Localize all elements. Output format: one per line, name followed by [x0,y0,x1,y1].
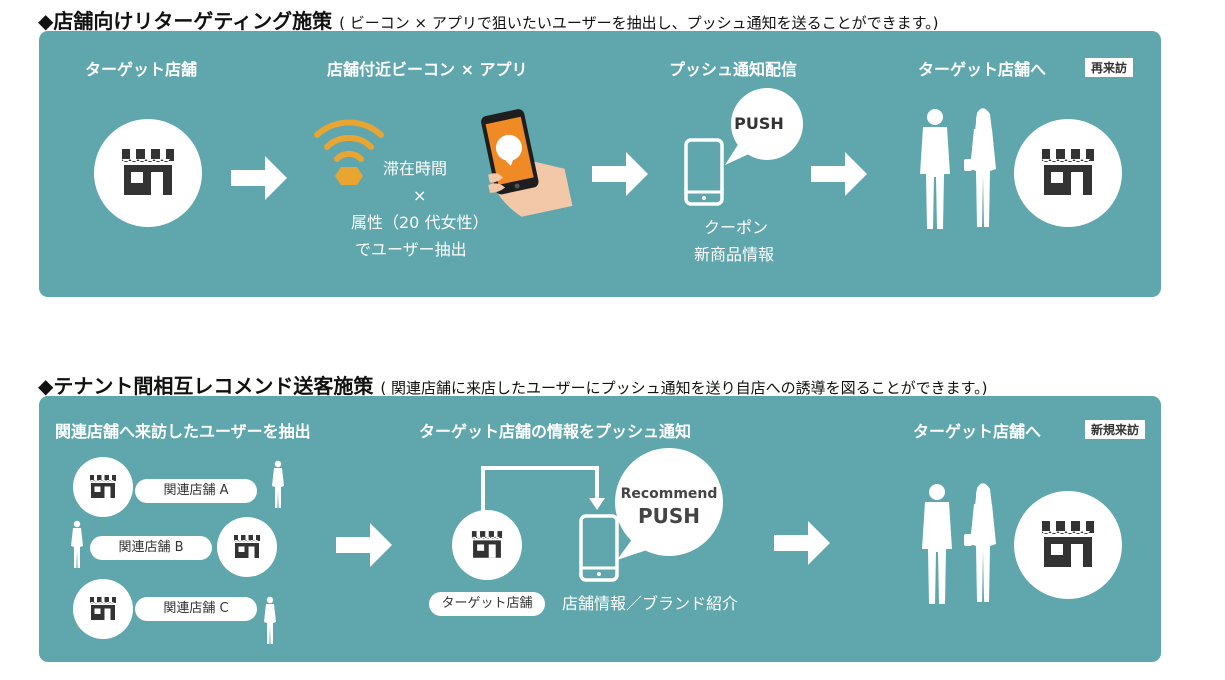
man-silhouette-icon [922,484,952,604]
store-icon [471,531,503,558]
section2-title: ◆テナント間相互レコメンド送客施策 ( 関連店舗に来店したユーザーにプッシュ通知… [38,370,988,399]
s2-col1-heading: 関連店舗へ来訪したユーザーを抽出 [55,422,311,441]
s2-store-b-label: 関連店舗 B [90,536,212,560]
s1-extract-text: でユーザー抽出 [355,240,467,259]
s2-store-info-text: 店舗情報／ブランド紹介 [562,594,739,613]
person-icon [71,520,83,568]
store-icon [122,149,174,195]
s2-store-a-label: 関連店舗 A [135,479,257,503]
woman-silhouette-icon [964,483,996,602]
s1-push-label: PUSH [734,114,784,133]
s1-times-text: × [413,186,427,205]
s1-destination-store-circle [1014,119,1122,227]
arrow-icon [231,156,287,200]
s2-store-a-circle [73,457,133,517]
arrow-icon [592,152,648,196]
s2-new-visit-badge: 新規来訪 [1085,420,1146,439]
section2-note: ( 関連店舗に来店したユーザーにプッシュ通知を送り自店への誘導を図ることができま… [380,379,988,397]
s1-target-store-circle [94,119,202,227]
section1-title: ◆店舗向けリターゲティング施策 ( ビーコン × アプリで狙いたいユーザーを抽出… [38,5,938,34]
person-icon [272,460,284,508]
s1-col4-heading: ターゲット店舗へ [918,60,1047,79]
s2-col3-heading: ターゲット店舗へ [913,422,1042,441]
arrow-icon [811,152,867,196]
store-icon [1042,521,1094,567]
section1-note: ( ビーコン × アプリで狙いたいユーザーを抽出し、プッシュ通知を送ることができ… [339,14,939,32]
person-icon [264,596,276,644]
arrow-icon [774,521,830,565]
section1-panel: ターゲット店舗 店舗付近ビーコン × アプリ プッシュ通知配信 ターゲット店舗へ… [39,31,1161,297]
s2-store-c-label: 関連店舗 C [135,597,257,621]
smartphone-hand-icon [481,109,573,217]
s1-attribute-text: 属性（20 代女性） [351,213,489,232]
section2-panel: 関連店舗へ来訪したユーザーを抽出 ターゲット店舗の情報をプッシュ通知 ターゲット… [39,396,1161,662]
s2-push-label: PUSH [637,504,701,528]
arrow-icon [336,523,392,567]
s2-recommend-label: Recommend [620,486,718,502]
man-silhouette-icon [920,109,950,229]
store-icon [90,475,116,498]
s2-col2-heading: ターゲット店舗の情報をプッシュ通知 [419,422,692,441]
speech-bubble-icon [725,88,803,165]
s1-coupon-text: クーポン [704,218,769,237]
store-icon [90,597,116,620]
section1-title-text: ◆店舗向けリターゲティング施策 [38,9,333,33]
store-icon [1042,149,1094,195]
s1-col2-heading: 店舗付近ビーコン × アプリ [327,60,528,79]
s2-store-b-circle [217,517,277,577]
s1-col1-heading: ターゲット店舗 [85,60,198,79]
s1-col3-heading: プッシュ通知配信 [669,60,798,79]
speech-bubble-icon [615,448,723,560]
connector-arrow [481,466,605,514]
section2-title-text: ◆テナント間相互レコメンド送客施策 [38,374,374,398]
s2-destination-store-circle [1014,491,1122,599]
s2-target-store-label: ターゲット店舗 [429,592,545,616]
woman-silhouette-icon [964,108,996,227]
s1-new-product-text: 新商品情報 [694,245,775,264]
store-icon [234,535,260,558]
s2-store-c-circle [73,579,133,639]
s1-revisit-badge: 再来訪 [1085,58,1134,77]
beacon-wifi-icon [314,119,384,185]
s2-target-store-circle [452,510,522,580]
s1-dwell-time-text: 滞在時間 [383,159,448,178]
